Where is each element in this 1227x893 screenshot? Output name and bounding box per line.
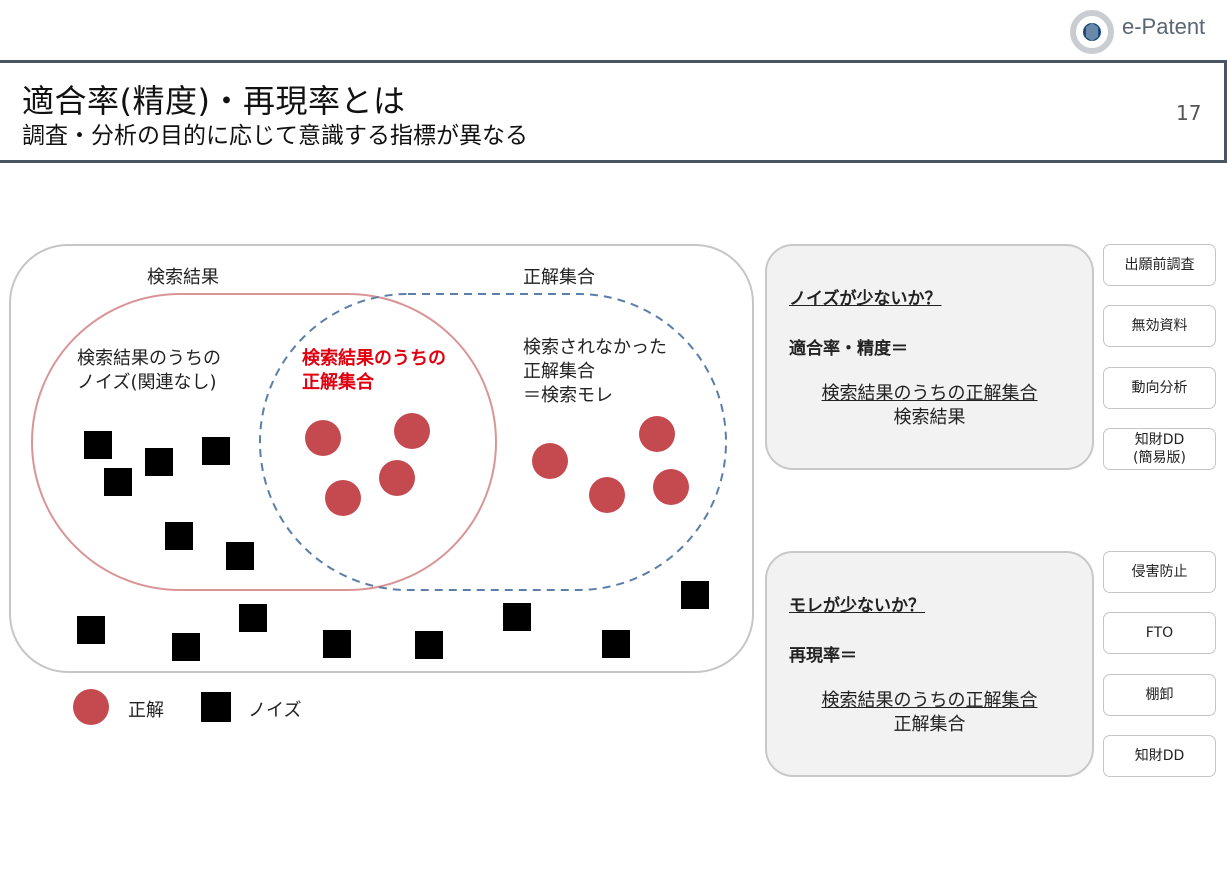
tag-trend-analysis: 動向分析 (1103, 367, 1216, 409)
recall-numerator: 検索結果のうちの正解集合 (821, 690, 1038, 711)
noise-mark (323, 630, 351, 658)
noise-mark (503, 603, 531, 631)
page-title: 適合率(精度)・再現率とは (22, 82, 406, 120)
correct-mark (305, 420, 341, 456)
tag-inventory: 棚卸 (1103, 674, 1216, 716)
noise-mark (77, 616, 105, 644)
legend-correct-label: 正解 (128, 700, 164, 721)
missed-region-line2: 正解集合 (523, 361, 595, 382)
noise-mark (84, 431, 112, 459)
recall-fraction: 検索結果のうちの正解集合 正解集合 (767, 689, 1092, 737)
header-bottom-rule (0, 160, 1227, 163)
correct-mark (639, 416, 675, 452)
correct-mark (394, 413, 430, 449)
noise-mark (145, 448, 173, 476)
overlap-region-label: 検索結果のうちの 正解集合 (302, 347, 446, 395)
overlap-region-line1: 検索結果のうちの (302, 348, 446, 369)
correct-mark (532, 443, 568, 479)
precision-numerator: 検索結果のうちの正解集合 (821, 383, 1038, 404)
tag-ip-dd: 知財DD (1103, 735, 1216, 777)
noise-mark (602, 630, 630, 658)
recall-denominator: 正解集合 (893, 714, 966, 735)
universe-frame (9, 244, 754, 673)
legend-noise-swatch (201, 692, 231, 722)
tag-infringement-prevention: 侵害防止 (1103, 551, 1216, 593)
tag-invalidation-material: 無効資料 (1103, 305, 1216, 347)
correct-set-outline (259, 293, 727, 591)
search-results-label: 検索結果 (147, 267, 219, 288)
overlap-region-line2: 正解集合 (302, 372, 374, 393)
missed-region-line1: 検索されなかった (523, 337, 667, 358)
noise-mark (239, 604, 267, 632)
noise-region-label: 検索結果のうちの ノイズ(関連なし) (77, 347, 221, 395)
tag-fto: FTO (1103, 612, 1216, 654)
precision-denominator: 検索結果 (893, 407, 966, 428)
logo-text: e-Patent (1122, 14, 1206, 39)
recall-question: モレが少ないか？ (789, 596, 925, 616)
logo (1068, 8, 1223, 54)
noise-region-line1: 検索結果のうちの (77, 348, 221, 369)
legend-noise-label: ノイズ (248, 700, 302, 721)
header-top-rule (0, 60, 1227, 63)
correct-mark (379, 460, 415, 496)
correct-set-label: 正解集合 (523, 267, 595, 288)
correct-mark (589, 477, 625, 513)
precision-fraction: 検索結果のうちの正解集合 検索結果 (767, 382, 1092, 430)
missed-region-line3: ＝検索モレ (523, 385, 613, 406)
venn-diagram (9, 244, 754, 673)
header-side-rule (1224, 60, 1227, 163)
logo-icon (1070, 10, 1114, 54)
tag-ip-dd-simple: 知財DD (簡易版) (1103, 428, 1216, 470)
precision-formula-label: 適合率・精度＝ (789, 339, 908, 359)
noise-region-line2: ノイズ(関連なし) (77, 372, 217, 393)
noise-mark (681, 581, 709, 609)
noise-mark (202, 437, 230, 465)
noise-mark (226, 542, 254, 570)
noise-mark (172, 633, 200, 661)
search-results-outline (31, 293, 497, 591)
correct-mark (325, 480, 361, 516)
recall-panel: モレが少ないか？ 再現率＝ 検索結果のうちの正解集合 正解集合 (765, 551, 1094, 777)
precision-panel: ノイズが少ないか？ 適合率・精度＝ 検索結果のうちの正解集合 検索結果 (765, 244, 1094, 470)
tag-pre-filing-search: 出願前調査 (1103, 244, 1216, 286)
recall-formula-label: 再現率＝ (789, 646, 857, 666)
correct-mark (653, 469, 689, 505)
noise-mark (104, 468, 132, 496)
noise-mark (415, 631, 443, 659)
precision-question: ノイズが少ないか？ (789, 289, 942, 309)
noise-mark (165, 522, 193, 550)
page-subtitle: 調査・分析の目的に応じて意識する指標が異なる (22, 123, 528, 149)
missed-region-label: 検索されなかった 正解集合 ＝検索モレ (523, 336, 667, 408)
legend-correct-swatch (73, 689, 109, 725)
page-number: 17 (1176, 101, 1202, 125)
